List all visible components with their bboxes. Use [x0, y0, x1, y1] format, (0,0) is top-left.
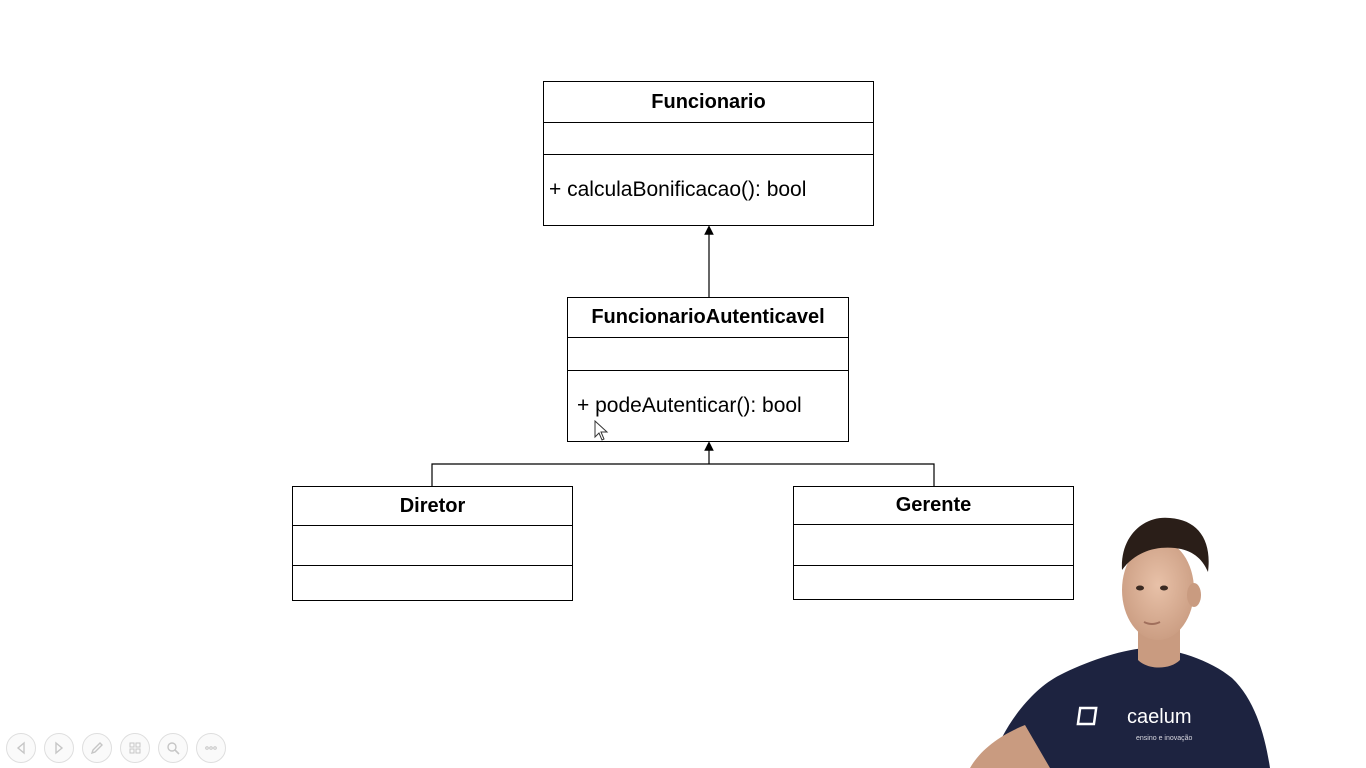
shirt-logo: caelum: [1127, 706, 1191, 728]
class-method: + calculaBonificacao(): bool: [549, 178, 807, 201]
pen-icon: [90, 742, 103, 755]
class-method: + podeAutenticar(): bool: [577, 394, 802, 417]
next-slide-icon: [55, 741, 64, 755]
class-attributes: [794, 525, 1073, 566]
previous-slide-icon: [16, 741, 25, 755]
class-diretor[interactable]: Diretor: [292, 486, 573, 601]
class-funcionario-autenticavel[interactable]: FuncionarioAutenticavel + podeAutenticar…: [567, 297, 849, 442]
class-methods: [293, 566, 572, 600]
class-name: Diretor: [293, 487, 572, 526]
next-slide-button[interactable]: [44, 733, 74, 763]
slide-grid-button[interactable]: [120, 733, 150, 763]
zoom-icon: [167, 742, 180, 755]
class-name: Gerente: [794, 487, 1073, 525]
class-gerente[interactable]: Gerente: [793, 486, 1074, 600]
slide-grid-icon: [129, 742, 141, 754]
class-name: FuncionarioAutenticavel: [568, 298, 848, 338]
class-attributes: [568, 338, 848, 371]
slideshow-toolbar: [6, 733, 226, 763]
class-name: Funcionario: [544, 82, 873, 123]
class-attributes: [293, 526, 572, 566]
mouse-cursor-icon: [594, 420, 609, 441]
connector-diretor-branch: [431, 463, 935, 486]
presenter-video: caelum ensino e inovação: [970, 517, 1270, 768]
more-options-button[interactable]: [196, 733, 226, 763]
more-options-icon: [205, 746, 217, 750]
class-attributes: [544, 123, 873, 155]
pen-button[interactable]: [82, 733, 112, 763]
shirt-tagline: ensino e inovação: [1136, 735, 1193, 742]
previous-slide-button[interactable]: [6, 733, 36, 763]
zoom-button[interactable]: [158, 733, 188, 763]
class-funcionario[interactable]: Funcionario + calculaBonificacao(): bool: [543, 81, 874, 226]
